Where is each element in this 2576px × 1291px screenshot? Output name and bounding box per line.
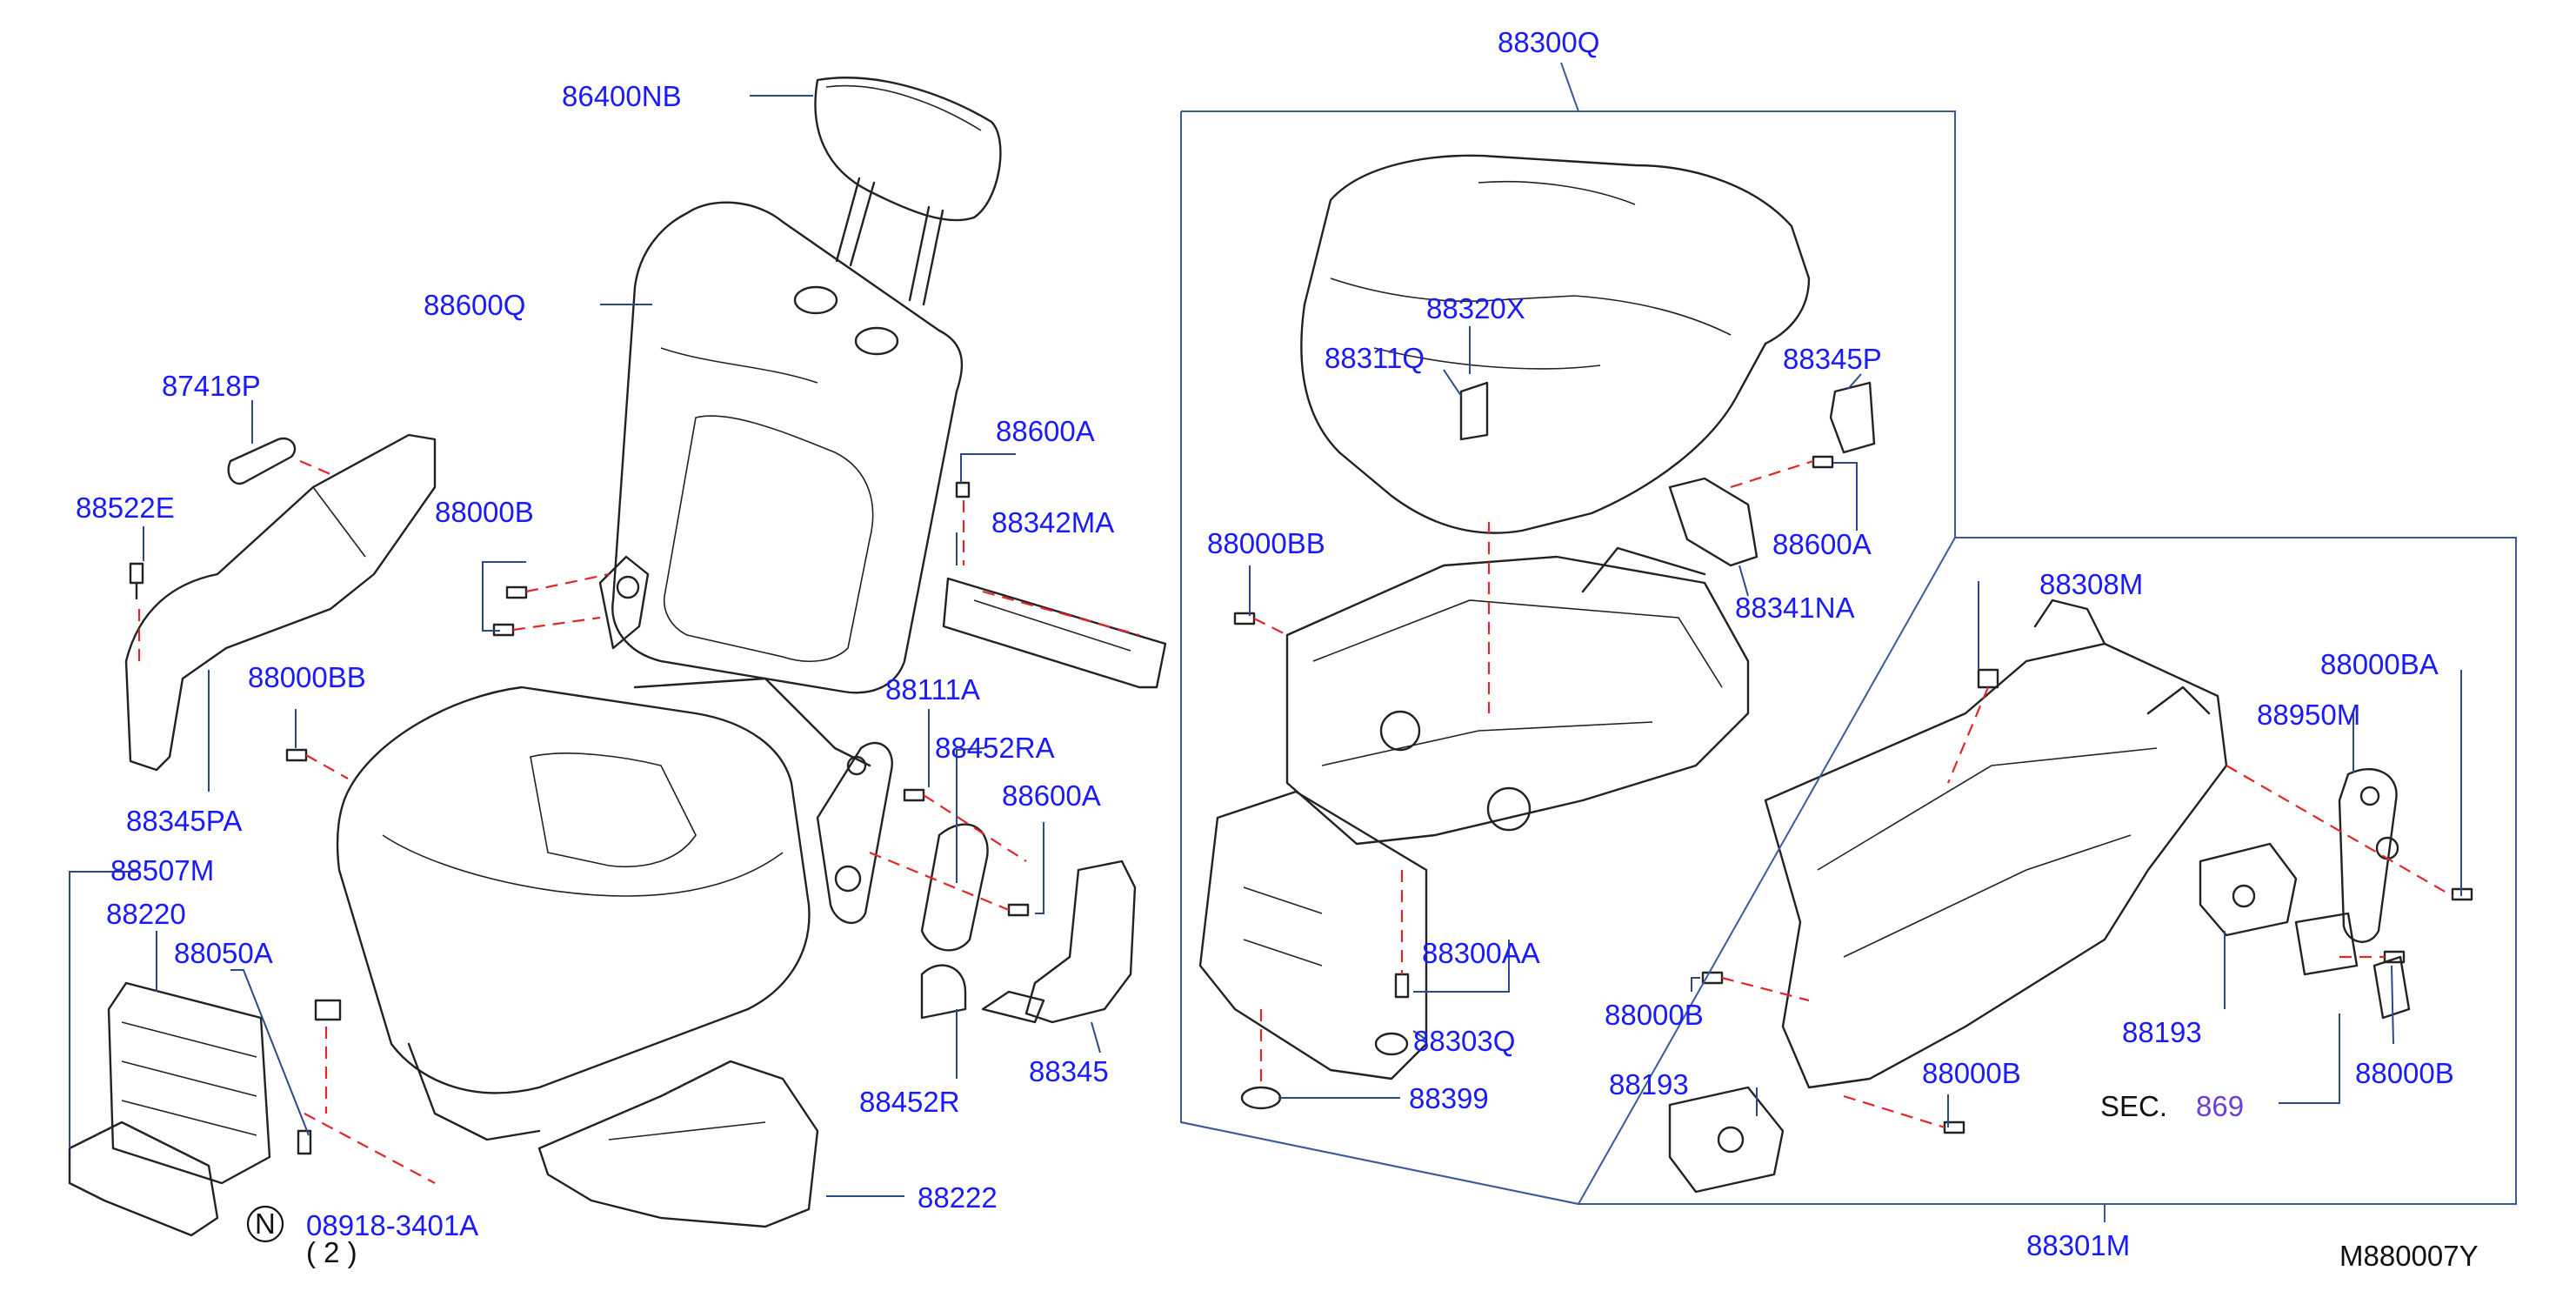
label-88600Q: 88600Q	[424, 289, 525, 321]
pocket-88220-drawing	[107, 981, 271, 1185]
label-87418P: 87418P	[162, 370, 261, 402]
label-quantity: ( 2 )	[306, 1236, 357, 1268]
label-88950M: 88950M	[2257, 699, 2360, 731]
label-88308M: 88308M	[2039, 568, 2143, 600]
label-88193-right: 88193	[2122, 1016, 2202, 1048]
label-88522E: 88522E	[76, 492, 175, 524]
cover-88452-drawing	[920, 823, 989, 1020]
label-88600A-mid: 88600A	[1002, 779, 1101, 812]
label-88600A-right: 88600A	[1772, 528, 1872, 560]
slide-88193-right-drawing	[2199, 842, 2298, 937]
label-88000B-low: 88000B	[1922, 1057, 2021, 1089]
leader-lines	[69, 95, 2462, 1197]
label-88000BB-right: 88000BB	[1207, 527, 1325, 559]
label-88000B-right: 88000B	[2355, 1057, 2454, 1089]
label-88111A: 88111A	[885, 673, 980, 706]
slide-88193-left-drawing	[1668, 1086, 1785, 1194]
rail-88342MA-drawing	[942, 577, 1167, 689]
label-88300Q: 88300Q	[1498, 26, 1599, 58]
headrest-drawing	[814, 77, 1002, 306]
clip-88345P-drawing	[1829, 381, 1876, 454]
label-sec: SEC.	[2100, 1090, 2167, 1122]
bracket-88303Q-drawing	[1198, 790, 1428, 1080]
label-88193-left: 88193	[1609, 1068, 1689, 1100]
label-88000BB-left: 88000BB	[248, 661, 366, 693]
recliner-88950M-drawing	[2294, 767, 2411, 1020]
label-88311Q: 88311Q	[1325, 342, 1425, 374]
clip-88311Q-drawing	[1459, 381, 1489, 441]
seat-cushion-drawing	[336, 677, 871, 1141]
label-88600A-left: 88600A	[996, 415, 1095, 447]
tray-88507M-drawing	[68, 1120, 219, 1237]
label-88220: 88220	[106, 898, 186, 930]
label-88303Q: 88303Q	[1413, 1025, 1515, 1057]
label-88000B-top: 88000B	[435, 496, 534, 528]
label-88320X: 88320X	[1426, 292, 1525, 324]
label-88345: 88345	[1029, 1055, 1109, 1087]
label-88507M: 88507M	[110, 854, 214, 886]
cushion-frame-drawing	[1285, 546, 1750, 846]
cover-87418P-drawing	[227, 437, 297, 485]
bracket-88341NA-drawing	[1668, 477, 1758, 567]
trim-88345PA-drawing	[124, 433, 437, 772]
bracket-88222-drawing	[537, 1060, 819, 1228]
assembly-dashed-lines	[137, 459, 2453, 1184]
label-08918-3401A: 08918-3401A	[306, 1209, 478, 1241]
label-88399: 88399	[1409, 1082, 1489, 1114]
assembly-boundary-lines	[1180, 62, 2517, 1222]
section-reference-869[interactable]: 869	[2196, 1090, 2244, 1122]
seatback-drawing	[611, 201, 964, 694]
label-88345PA: 88345PA	[126, 805, 242, 837]
label-88050A: 88050A	[174, 937, 273, 969]
label-88300AA: 88300AA	[1422, 937, 1540, 969]
label-88301M: 88301M	[2026, 1229, 2130, 1261]
label-88345P: 88345P	[1783, 343, 1882, 375]
frame-88301M-drawing	[1764, 599, 2228, 1089]
label-86400NB: 86400NB	[562, 80, 682, 112]
label-88222: 88222	[918, 1181, 998, 1214]
label-88452R: 88452R	[859, 1086, 960, 1118]
label-88000BA: 88000BA	[2320, 648, 2439, 680]
label-88452RA: 88452RA	[935, 732, 1055, 764]
cover-88345-drawing	[981, 860, 1137, 1024]
n-mark-circle	[246, 1205, 284, 1243]
bolts-left	[129, 481, 1030, 1155]
label-88000B-mid: 88000B	[1605, 999, 1704, 1031]
label-88342MA: 88342MA	[991, 506, 1114, 538]
label-88341NA: 88341NA	[1735, 592, 1855, 624]
diagram-code: M880007Y	[2339, 1240, 2479, 1272]
part-labels: 86400NB 88600Q 87418P 88522E 88000B 8860…	[76, 26, 2479, 1272]
n-mark: N	[255, 1207, 276, 1240]
hinge-bracket-drawing	[598, 555, 893, 924]
cushion-88300Q-drawing	[1300, 154, 1811, 534]
